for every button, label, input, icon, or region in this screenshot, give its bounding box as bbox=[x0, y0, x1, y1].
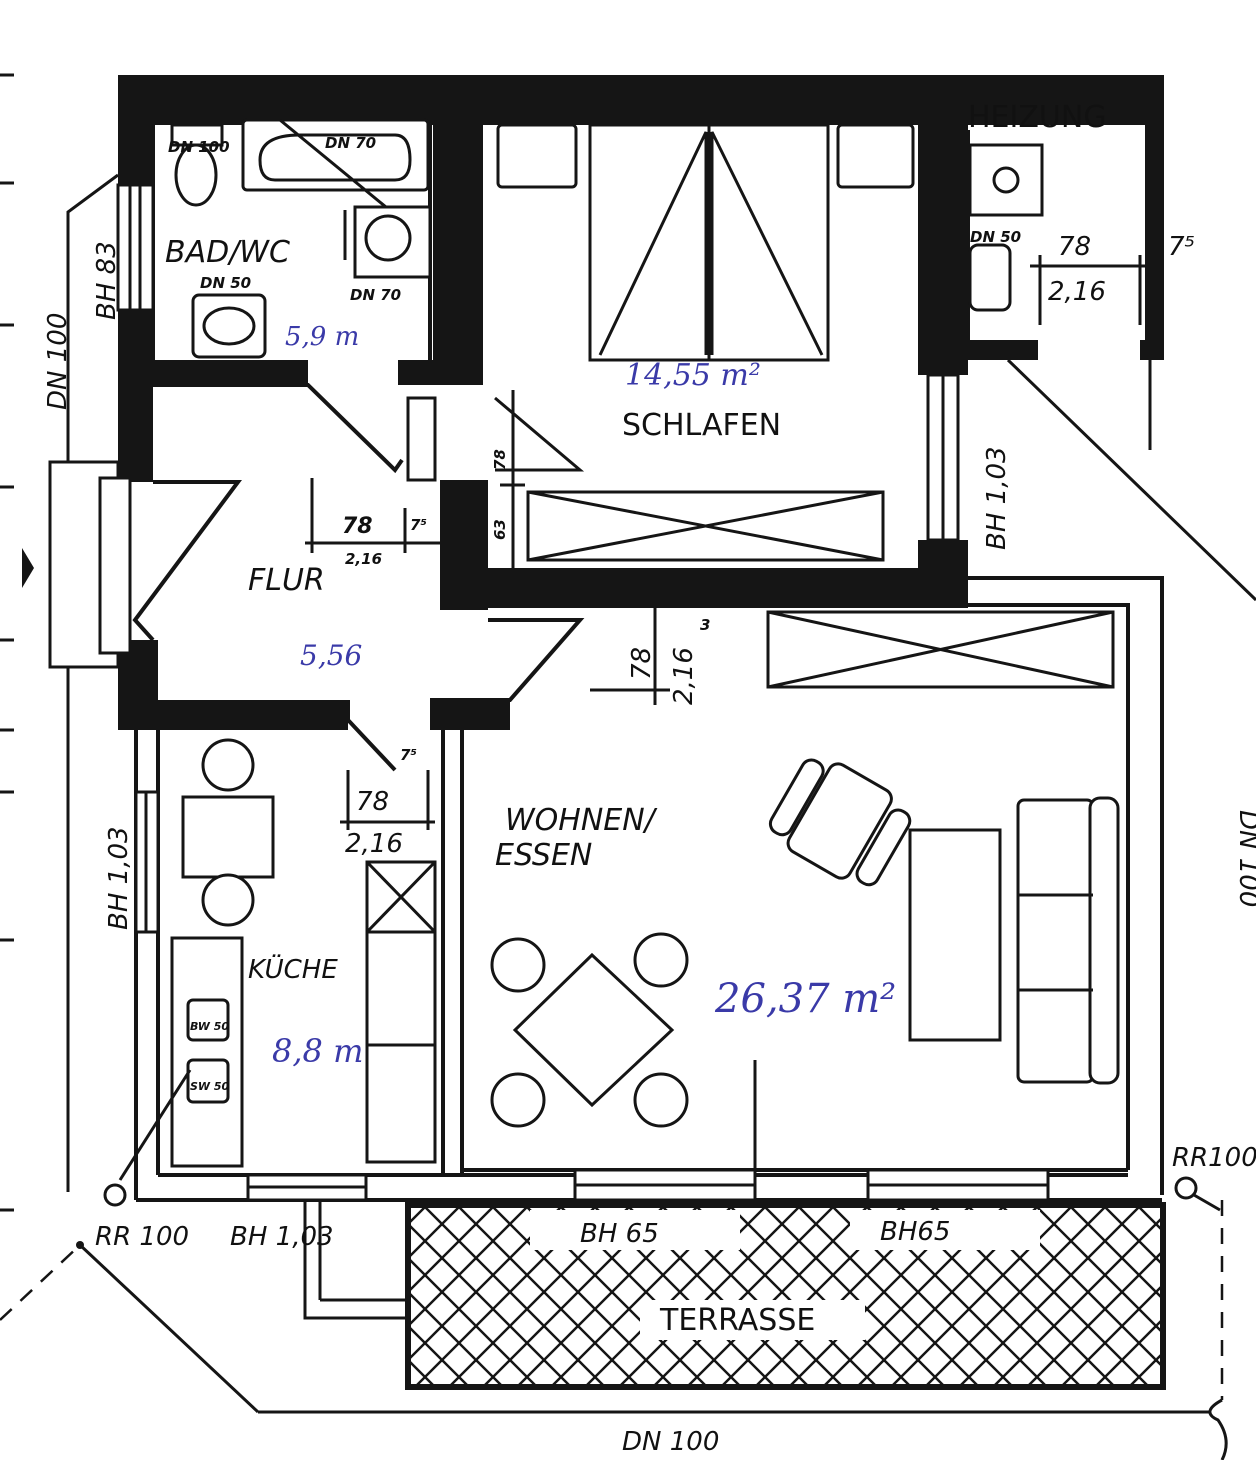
pipe-label-sw50: SW 50 bbox=[190, 1080, 230, 1093]
door-width-heizung: 78 bbox=[1058, 232, 1091, 262]
pipe-label-bw50: BW 50 bbox=[190, 1020, 229, 1033]
pipe-label-dn100-left: DN 100 bbox=[43, 313, 73, 410]
room-area-flur: 5,56 bbox=[300, 639, 362, 672]
pipe-label-dn50-heizung: DN 50 bbox=[970, 228, 1021, 246]
window-label-bh65-right: BH65 bbox=[880, 1217, 950, 1247]
outer-outline bbox=[0, 173, 1256, 1460]
window-label-bh65-left: BH 65 bbox=[580, 1219, 659, 1249]
room-area-wohnen: 26,37 m² bbox=[714, 976, 896, 1022]
kitchen-counter bbox=[170, 936, 244, 1168]
room-label-bad: BAD/WC bbox=[165, 235, 290, 270]
door-height-wohnen: 2,16 bbox=[669, 647, 699, 705]
window-label-bh83: BH 83 bbox=[92, 241, 122, 320]
armchair bbox=[786, 762, 893, 880]
window-label-bh103-bottom: BH 1,03 bbox=[230, 1222, 334, 1252]
kitchen-furniture bbox=[118, 738, 437, 1181]
pipe-label-dn70-basin: DN 70 bbox=[350, 286, 401, 304]
rain-pipe-right-icon bbox=[1174, 1176, 1198, 1200]
heizung-fixtures bbox=[968, 143, 1044, 312]
windows bbox=[48, 183, 1050, 1202]
door-height-heizung: 2,16 bbox=[1048, 277, 1106, 307]
living-furniture bbox=[490, 610, 1120, 1172]
room-label-terrasse: TERRASSE bbox=[659, 1303, 815, 1338]
rain-pipes bbox=[76, 1176, 1221, 1249]
room-area-bad: 5,9 m bbox=[285, 322, 359, 352]
room-label-essen: ESSEN bbox=[495, 838, 592, 873]
pipe-label-dn50-bath: DN 50 bbox=[200, 274, 251, 292]
wash-basin bbox=[191, 293, 267, 359]
rain-pipe-label-left: RR 100 bbox=[95, 1222, 189, 1252]
room-label-schlafen: SCHLAFEN bbox=[622, 408, 781, 443]
door-height-kueche: 2,16 bbox=[345, 829, 403, 859]
room-label-heizung: HEIZUNG bbox=[968, 100, 1107, 135]
door-width-flur: 78 bbox=[342, 514, 373, 539]
margin-ticks bbox=[0, 73, 34, 1212]
door-width-schlafen: 78 bbox=[491, 449, 509, 470]
bathtub bbox=[241, 118, 430, 192]
terrace bbox=[405, 1202, 1166, 1390]
door-height-schlafen: 63 bbox=[491, 519, 509, 540]
door-width-kueche: 78 bbox=[356, 787, 389, 817]
room-area-schlafen: 14,55 m² bbox=[625, 358, 761, 393]
pipe-label-dn100-bath: DN 100 bbox=[168, 138, 230, 156]
entrance-arrow-icon bbox=[22, 548, 34, 588]
room-area-kueche: 8,8 m bbox=[272, 1032, 363, 1070]
rain-pipe-label-right: RR100 bbox=[1172, 1143, 1256, 1173]
pipe-label-dn100-bottom: DN 100 bbox=[622, 1427, 719, 1457]
coffee-table bbox=[908, 828, 1002, 1042]
door-extra-flur: 7⁵ bbox=[410, 516, 427, 534]
room-label-flur: FLUR bbox=[248, 563, 325, 598]
pipe-label-dn70-tub: DN 70 bbox=[325, 134, 376, 152]
door-height-flur: 2,16 bbox=[345, 550, 382, 568]
walls bbox=[118, 75, 1164, 730]
door-extra-wohnen: 3 bbox=[700, 616, 710, 634]
entry-step bbox=[303, 1200, 405, 1320]
dimension-lines bbox=[305, 255, 1162, 830]
dining-table bbox=[512, 952, 675, 1108]
kitchen-table bbox=[181, 795, 275, 879]
room-label-kueche: KÜCHE bbox=[248, 953, 338, 985]
room-label-wohnen: WOHNEN/ bbox=[505, 803, 658, 838]
rain-pipe-left-icon bbox=[103, 1183, 127, 1207]
door-width-wohnen: 78 bbox=[627, 647, 657, 680]
bath-fixtures bbox=[170, 118, 432, 359]
door-extra-heizung: 7⁵ bbox=[1168, 232, 1195, 262]
pipe-label-dn100-right: DN 100 bbox=[1233, 810, 1256, 907]
window-label-bh103-kueche: BH 1,03 bbox=[104, 826, 134, 930]
sofa bbox=[1016, 798, 1095, 1084]
window-label-bh103-schlafen: BH 1,03 bbox=[982, 446, 1012, 550]
door-extra-kueche: 7⁵ bbox=[400, 746, 417, 764]
bedroom-furniture bbox=[406, 123, 915, 562]
